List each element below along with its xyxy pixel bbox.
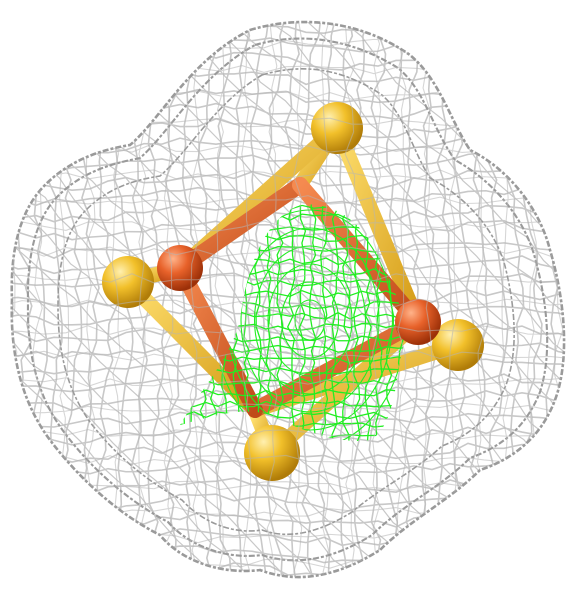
- mesh-line: [32, 22, 44, 578]
- mesh-line: [11, 142, 565, 153]
- mesh-line: [249, 22, 565, 578]
- mesh-line: [522, 22, 543, 578]
- mesh-line: [527, 22, 538, 578]
- mesh-line: [11, 33, 565, 54]
- inner-mesh-line: [353, 204, 361, 441]
- mesh-line: [11, 22, 306, 578]
- inner-mesh-ring: [280, 281, 340, 359]
- mesh-line: [79, 22, 565, 578]
- sulfur-right-atom: [432, 319, 484, 371]
- mesh-line: [336, 22, 356, 578]
- mesh-line: [317, 22, 338, 578]
- bond: [120, 274, 263, 418]
- mesh-line: [500, 22, 511, 578]
- inner-mesh-ring: [267, 263, 353, 377]
- mesh-line: [11, 38, 565, 50]
- bond: [172, 260, 263, 418]
- mesh-line: [318, 22, 330, 578]
- mesh-line: [11, 454, 565, 465]
- mesh-line: [29, 22, 50, 578]
- iron-right-atom: [395, 299, 441, 345]
- mesh-line: [11, 22, 205, 578]
- mesh-line: [11, 527, 565, 547]
- mesh-line: [371, 22, 382, 578]
- mesh-line: [11, 22, 542, 578]
- mesh-line: [58, 22, 70, 578]
- mesh-line: [47, 22, 65, 578]
- mesh-line: [11, 350, 565, 361]
- mesh-line: [145, 22, 565, 578]
- sulfur-bottom-atom: [244, 425, 300, 481]
- mesh-line: [11, 219, 565, 242]
- mesh-line: [11, 22, 377, 578]
- mesh-line: [11, 70, 565, 86]
- mesh-line: [0, 1, 573, 18]
- inner-mesh-ring: [253, 245, 367, 395]
- mesh-line: [11, 272, 565, 290]
- mesh-line: [11, 372, 565, 395]
- mesh-line: [11, 325, 565, 336]
- mesh-line: [351, 22, 373, 578]
- mesh-line: [11, 204, 565, 224]
- inner-mesh-line: [309, 204, 317, 441]
- mesh-line: [11, 51, 565, 71]
- mesh-line: [215, 22, 237, 578]
- mesh-line: [266, 22, 278, 578]
- mesh-line: [292, 22, 304, 578]
- mesh-line: [0, 579, 573, 589]
- sulfur-left-atom: [102, 256, 154, 308]
- inner-mesh-line: [276, 204, 284, 441]
- inner-mesh-line: [180, 400, 405, 408]
- mesh-line: [85, 22, 96, 578]
- mesh-line: [538, 22, 560, 578]
- mesh-line: [11, 22, 343, 578]
- mesh-line: [281, 22, 565, 578]
- inner-mesh-ring: [294, 299, 326, 341]
- sulfur-top-atom: [311, 102, 363, 154]
- mesh-line: [188, 22, 200, 578]
- mesh-line: [214, 22, 225, 578]
- mesh-line: [11, 136, 565, 157]
- mesh-line: [346, 22, 565, 578]
- mesh-line: [11, 22, 565, 35]
- mesh-line: [317, 22, 565, 578]
- mesh-line: [344, 22, 356, 578]
- mesh-line: [11, 428, 565, 440]
- mesh-line: [241, 22, 252, 578]
- mesh-line: [396, 22, 407, 578]
- inner-mesh-ring: [240, 227, 380, 413]
- mesh-line: [11, 558, 565, 570]
- mesh-line: [453, 22, 475, 578]
- mesh-line: [11, 22, 243, 578]
- inner-mesh-line: [298, 204, 307, 441]
- mesh-line: [11, 220, 565, 232]
- mesh-line: [11, 511, 565, 532]
- mesh-line: [11, 102, 565, 122]
- inner-mesh-line: [286, 204, 296, 441]
- mesh-line: [283, 22, 304, 578]
- mesh-line: [11, 409, 565, 428]
- bond: [329, 120, 426, 330]
- mesh-line: [11, 376, 565, 387]
- mesh-line: [266, 22, 287, 578]
- mesh-line: [11, 22, 565, 24]
- mesh-line: [11, 246, 565, 257]
- mesh-line: [197, 22, 219, 578]
- inner-mesh-line: [341, 204, 351, 441]
- mesh-line: [233, 22, 254, 578]
- mesh-line: [11, 298, 565, 310]
- mesh-line: [179, 22, 565, 578]
- mesh-line: [422, 22, 433, 578]
- mesh-line: [11, 532, 565, 544]
- mesh-line: [215, 22, 565, 578]
- bond: [172, 177, 308, 276]
- mesh-line: [11, 195, 565, 205]
- mesh-line: [11, 22, 405, 578]
